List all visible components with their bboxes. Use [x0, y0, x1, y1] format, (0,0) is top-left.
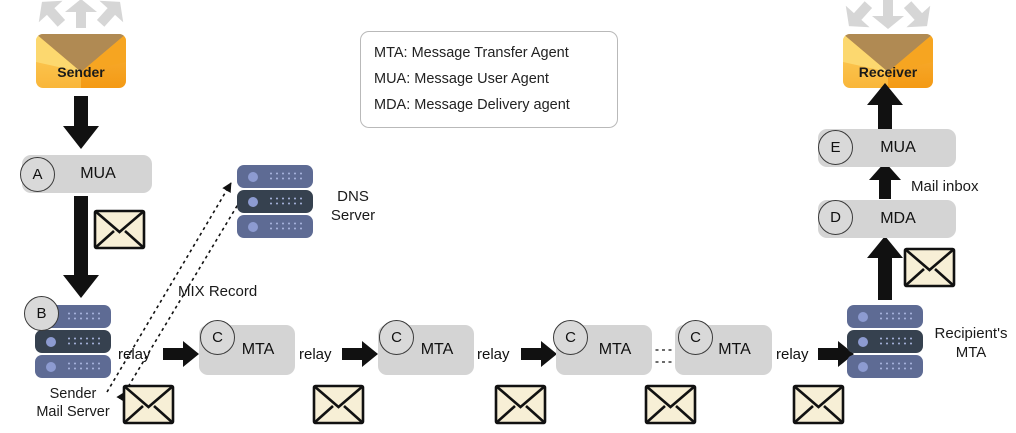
node-recipient-mua-label: MUA [880, 139, 916, 156]
arrow-sender-to-mua [63, 96, 99, 149]
mix-record-label: MIX Record [178, 283, 258, 300]
node-sender-mail-server-label: Sender Mail Server [36, 386, 110, 421]
sender-signal-arrows-icon [38, 0, 124, 28]
relay-label-3: relay [477, 346, 510, 363]
legend-box: MTA: Message Transfer Agent MUA: Message… [360, 31, 618, 128]
mail-icon-4 [644, 384, 697, 425]
legend-line-mta: MTA: Message Transfer Agent [374, 45, 569, 61]
node-dns-server-label: DNS Server [330, 188, 376, 224]
node-recipient-mta[interactable] [847, 305, 923, 378]
mail-icon-5 [792, 384, 845, 425]
badge-b: B [24, 296, 59, 331]
badge-c-4: C [678, 320, 713, 355]
sender-envelope-label: Sender [57, 64, 105, 80]
mail-icon-2 [312, 384, 365, 425]
mta-chain-continuation-dots [649, 349, 676, 363]
badge-a: A [20, 157, 55, 192]
relay-label-1: relay [118, 346, 151, 363]
mail-icons [93, 209, 956, 425]
node-mta-4-label: MTA [718, 341, 751, 358]
badge-c-3: C [553, 320, 588, 355]
receiver-envelope-label: Receiver [858, 64, 918, 80]
arrow-mua-to-receiver [867, 83, 903, 129]
badge-d: D [818, 200, 853, 235]
node-sender-mua-label: MUA [80, 165, 116, 182]
legend-line-mua: MUA: Message User Agent [374, 71, 549, 87]
arrow-mda-to-mua [869, 162, 901, 199]
receiver-signal-arrows-icon [845, 0, 931, 29]
mail-icon-sender-mua [93, 209, 146, 250]
arrow-mua-to-mailserver [63, 196, 99, 298]
badge-e: E [818, 130, 853, 165]
node-mta-2-label: MTA [420, 341, 454, 358]
node-mta-1-label: MTA [241, 341, 275, 358]
mail-icon-3 [494, 384, 547, 425]
mail-icon-recipient [903, 247, 956, 288]
badge-c-1: C [200, 320, 235, 355]
legend-line-mda: MDA: Message Delivery agent [374, 97, 570, 113]
arrow-recipientmta-to-mda [867, 236, 903, 300]
relay-label-2: relay [299, 346, 332, 363]
mail-inbox-label: Mail inbox [911, 178, 979, 195]
node-dns-server[interactable] [237, 165, 313, 238]
badge-c-2: C [379, 320, 414, 355]
node-recipient-mda-label: MDA [880, 210, 916, 227]
node-recipient-mta-label: Recipient's MTA [934, 325, 1008, 361]
node-mta-3-label: MTA [598, 341, 632, 358]
relay-label-4: relay [776, 346, 809, 363]
